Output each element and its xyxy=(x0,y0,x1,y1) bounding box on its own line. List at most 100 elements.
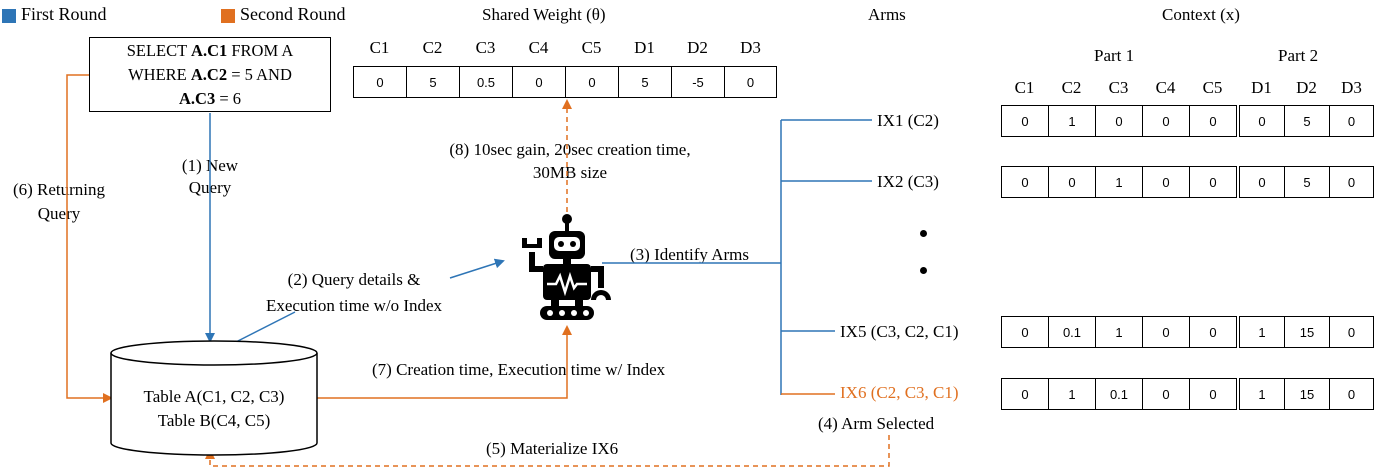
context-part1-cell: 0 xyxy=(1142,166,1190,198)
query-line2-bold: A.C2 xyxy=(190,65,228,84)
context-part2-cell: 15 xyxy=(1284,316,1330,348)
sql-query-box: SELECT A.C1 FROM A WHERE A.C2 = 5 AND A.… xyxy=(89,37,331,112)
context-part1-cell: 1 xyxy=(1048,105,1096,137)
weight-header-c4: C4 xyxy=(528,38,549,57)
step8-label: (8) 10sec gain, 20sec creation time, 30M… xyxy=(405,138,735,184)
context-header-d2: D2 xyxy=(1296,78,1317,97)
legend-first-round-label: First Round xyxy=(21,4,107,24)
query-line3-bold: A.C3 xyxy=(178,89,216,108)
legend-second-round-label: Second Round xyxy=(240,4,346,24)
table-b-label: Table B(C4, C5) xyxy=(157,411,271,430)
context-part1-cell: 0.1 xyxy=(1095,378,1143,410)
weight-header-c5: C5 xyxy=(581,38,602,57)
step2-line1: (2) Query details & xyxy=(287,270,421,289)
weight-cell-c4: 0 xyxy=(512,66,566,98)
robot-icon xyxy=(522,214,611,320)
context-part1-cell: 0 xyxy=(1142,105,1190,137)
context-title: Context (x) xyxy=(1162,5,1240,24)
database-icon xyxy=(110,340,318,456)
context-header-c4: C4 xyxy=(1155,78,1176,97)
context-part2-cell: 0 xyxy=(1239,105,1285,137)
context-part2-cell: 0 xyxy=(1329,378,1374,410)
arrow-returning-query xyxy=(66,74,113,403)
context-part1-cell: 0 xyxy=(1048,166,1096,198)
context-header-c1: C1 xyxy=(1014,78,1035,97)
step2-label: (2) Query details & Execution time w/o I… xyxy=(234,267,474,319)
step1-line1: (1) New xyxy=(181,156,239,175)
context-part1-cell: 0 xyxy=(1142,378,1190,410)
weight-cell-c5: 0 xyxy=(565,66,619,98)
step8-line1: (8) 10sec gain, 20sec creation time, xyxy=(449,140,691,159)
step1-label: (1) New Query xyxy=(165,155,255,199)
context-part2-cell: 0 xyxy=(1239,166,1285,198)
query-line2-post: = 5 AND xyxy=(227,65,292,84)
weight-header-c1: C1 xyxy=(369,38,390,57)
context-part1-cell: 0 xyxy=(1189,166,1237,198)
weight-cell-c1: 0 xyxy=(353,66,407,98)
step5-label: (5) Materialize IX6 xyxy=(486,439,619,458)
legend-first-round-swatch xyxy=(2,9,16,23)
weight-header-c3: C3 xyxy=(475,38,496,57)
context-part1-cell: 0 xyxy=(1189,378,1237,410)
query-line1-pre: SELECT xyxy=(126,41,192,60)
step6-line1: (6) Returning xyxy=(12,180,106,199)
legend-second-round-swatch xyxy=(221,9,235,23)
context-part2-cell: 0 xyxy=(1329,105,1374,137)
context-part2-cell: 5 xyxy=(1284,166,1330,198)
weight-cell-d3: 0 xyxy=(724,66,777,98)
weight-cell-c2: 5 xyxy=(406,66,460,98)
query-line1-bold: A.C1 xyxy=(191,41,228,60)
context-part2-cell: 1 xyxy=(1239,378,1285,410)
context-part1-cell: 0 xyxy=(1142,316,1190,348)
step8-line2: 30MB size xyxy=(532,163,608,182)
context-part1-cell: 1 xyxy=(1048,378,1096,410)
context-part2-cell: 1 xyxy=(1239,316,1285,348)
context-part2-label: Part 2 xyxy=(1278,46,1319,65)
step2-line2: Execution time w/o Index xyxy=(265,296,443,315)
arms-title: Arms xyxy=(868,5,906,24)
weight-cell-c3: 0.5 xyxy=(459,66,513,98)
context-part1-cell: 0 xyxy=(1189,316,1237,348)
context-part2-cell: 0 xyxy=(1329,316,1374,348)
context-part2-cell: 5 xyxy=(1284,105,1330,137)
context-part1-cell: 0 xyxy=(1001,316,1049,348)
weight-cell-d1: 5 xyxy=(618,66,672,98)
step7-label: (7) Creation time, Execution time w/ Ind… xyxy=(372,360,666,379)
context-part1-cell: 0 xyxy=(1189,105,1237,137)
step6-line2: Query xyxy=(37,204,81,223)
context-part2-cell: 0 xyxy=(1329,166,1374,198)
context-part1-cell: 1 xyxy=(1095,166,1143,198)
context-part1-label: Part 1 xyxy=(1094,46,1135,65)
context-part1-cell: 1 xyxy=(1095,316,1143,348)
context-part1-cell: 0 xyxy=(1095,105,1143,137)
context-part1-cell: 0 xyxy=(1001,105,1049,137)
context-part1-cell: 0.1 xyxy=(1048,316,1096,348)
query-line3-post: = 6 xyxy=(215,89,242,108)
context-part2-cell: 15 xyxy=(1284,378,1330,410)
weight-header-d1: D1 xyxy=(634,38,655,57)
context-header-c5: C5 xyxy=(1202,78,1223,97)
weight-header-d2: D2 xyxy=(687,38,708,57)
arm-label-ix2: IX2 (C3) xyxy=(877,172,939,191)
step4-label: (4) Arm Selected xyxy=(818,414,935,433)
query-line1-post: FROM A xyxy=(227,41,294,60)
context-part1-cell: 0 xyxy=(1001,378,1049,410)
query-line2-pre: WHERE xyxy=(128,65,191,84)
context-header-d3: D3 xyxy=(1341,78,1362,97)
context-header-c2: C2 xyxy=(1061,78,1082,97)
context-part1-cell: 0 xyxy=(1001,166,1049,198)
step3-label: (3) Identify Arms xyxy=(630,245,749,264)
context-header-d1: D1 xyxy=(1251,78,1272,97)
database-tables-label: Table A(C1, C2, C3) Table B(C4, C5) xyxy=(110,385,318,433)
shared-weight-title: Shared Weight (θ) xyxy=(482,5,606,24)
weight-header-d3: D3 xyxy=(740,38,761,57)
arm-label-ix1: IX1 (C2) xyxy=(877,111,939,130)
weight-cell-d2: -5 xyxy=(671,66,725,98)
step6-label: (6) Returning Query xyxy=(4,178,114,226)
table-a-label: Table A(C1, C2, C3) xyxy=(143,387,285,406)
context-header-c3: C3 xyxy=(1108,78,1129,97)
arm-label-ix6: IX6 (C2, C3, C1) xyxy=(840,383,959,402)
step1-line2: Query xyxy=(188,178,232,197)
arm-label-ix5: IX5 (C3, C2, C1) xyxy=(840,322,959,341)
weight-header-c2: C2 xyxy=(422,38,443,57)
